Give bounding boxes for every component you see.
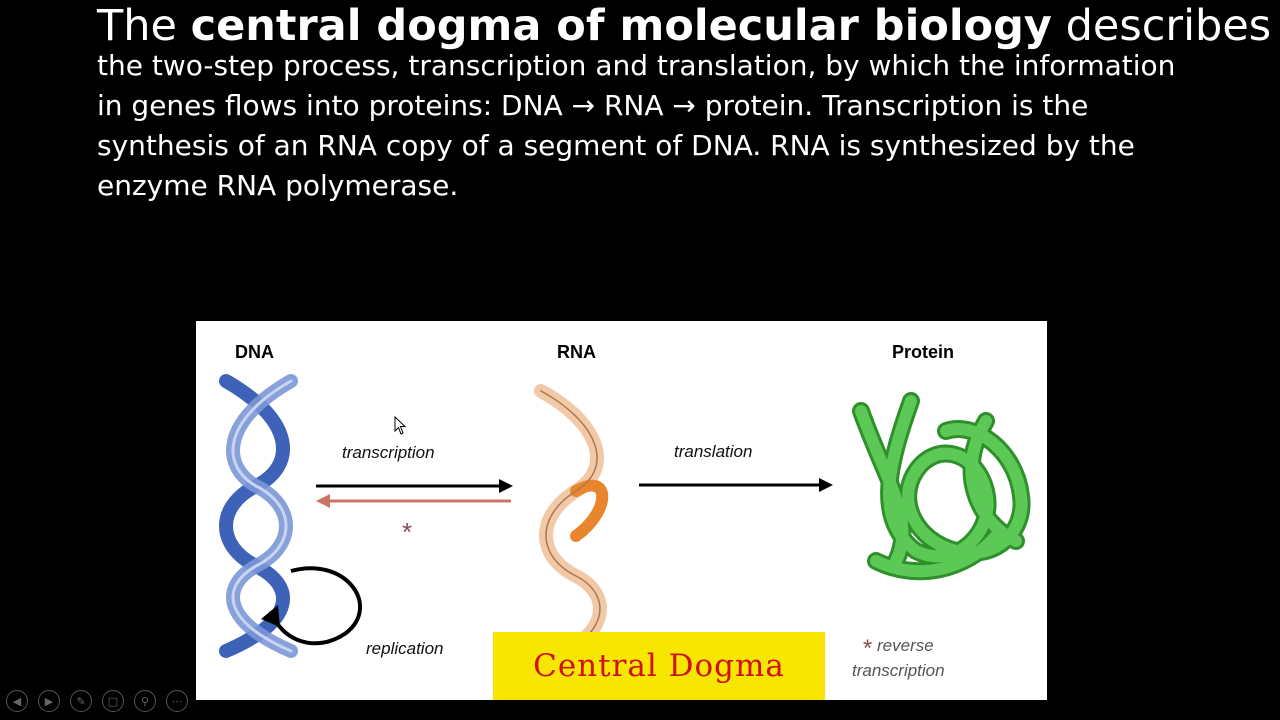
rna-strand-icon [534,384,609,648]
title-prefix: The [97,1,191,51]
translation-label: translation [674,442,753,461]
rna-label: RNA [557,342,596,362]
title-bold: central dogma of molecular biology [190,1,1052,51]
banner-text: Central Dogma [533,648,785,684]
diagram-graphics [219,374,1031,658]
dna-label: DNA [235,342,274,362]
reverse-asterisk: * [402,517,413,547]
slide-body: the two-step process, transcription and … [97,49,1176,202]
next-icon[interactable]: ▶ [38,690,60,712]
slideshow-controls: ◀ ▶ ✎ □ ⚲ ⋯ [6,690,188,712]
more-icon[interactable]: ⋯ [166,690,188,712]
slide-text: The central dogma of molecular biology d… [97,1,1271,206]
replication-arrow-icon [261,566,362,646]
reverse-transcription-note: * reverse transcription [852,635,945,682]
translation-arrow-icon [639,478,833,492]
pen-icon[interactable]: ✎ [70,690,92,712]
reverse-line2: transcription [852,661,945,680]
transcription-label: transcription [342,443,435,462]
central-dogma-banner: Central Dogma [493,632,825,700]
reverse-line1: reverse [877,636,934,655]
title-suffix: describes [1051,1,1272,51]
mouse-cursor-icon [394,416,407,435]
protein-label: Protein [892,342,955,362]
slide-title: The central dogma of molecular biology d… [97,1,1271,51]
reverse-transcription-arrow-icon [316,494,511,508]
prev-icon[interactable]: ◀ [6,690,28,712]
protein-icon [852,392,1031,581]
replication-label: replication [366,639,444,658]
dna-helix-icon [219,374,298,658]
central-dogma-figure: DNA RNA Protein transcription translatio… [196,321,1047,700]
transcription-arrow-icon [316,479,513,493]
zoom-icon[interactable]: ⚲ [134,690,156,712]
reverse-star: * [862,635,873,662]
slides-icon[interactable]: □ [102,690,124,712]
